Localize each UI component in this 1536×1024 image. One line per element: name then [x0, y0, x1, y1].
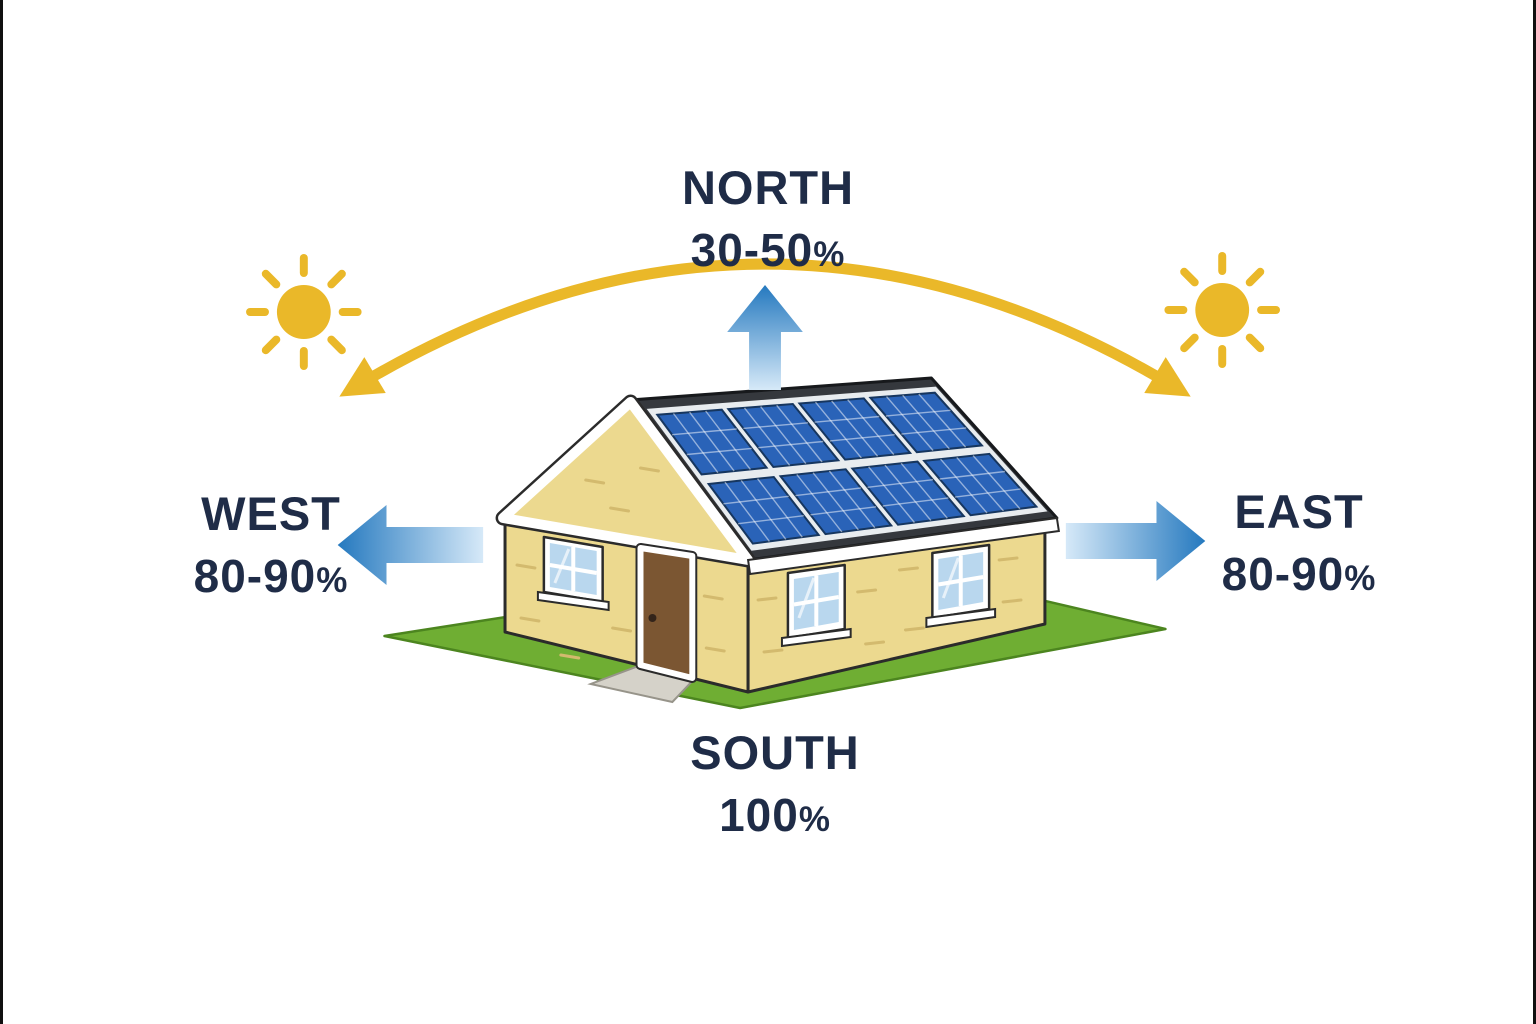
west-value-number: 80-90	[193, 550, 317, 602]
window	[780, 563, 852, 648]
west-label: WEST 80-90%	[194, 490, 349, 599]
sun-rays	[246, 254, 362, 370]
eave-trim	[746, 516, 1060, 576]
arrow-right-icon	[1065, 501, 1206, 581]
west-direction-text: WEST	[201, 487, 341, 540]
north-percent-sign: %	[813, 235, 846, 274]
arrow-up-icon	[727, 285, 803, 390]
gable	[495, 394, 756, 568]
brick-texture	[584, 466, 660, 513]
window	[536, 535, 610, 612]
sun-icon	[1164, 252, 1280, 368]
south-value-text: 100%	[690, 792, 860, 838]
east-percent-sign: %	[1344, 559, 1377, 598]
diagram-graphics	[246, 252, 1280, 710]
north-value-text: 30-50%	[682, 227, 854, 273]
south-label: SOUTH 100%	[690, 729, 860, 838]
solar-panel-array	[646, 386, 1048, 551]
east-value-text: 80-90%	[1222, 551, 1377, 597]
east-label: EAST 80-90%	[1222, 488, 1377, 597]
arrow-left-icon	[337, 505, 484, 585]
brick-texture	[515, 556, 1023, 660]
south-direction-text: SOUTH	[690, 726, 860, 779]
north-value-number: 30-50	[690, 224, 814, 276]
sun-path-arrow-icon	[339, 258, 1191, 397]
east-value-number: 80-90	[1221, 548, 1345, 600]
sun-rays	[1164, 252, 1280, 368]
north-direction-text: NORTH	[681, 161, 855, 214]
west-percent-sign: %	[316, 561, 349, 600]
door-knob	[648, 614, 657, 622]
door	[635, 543, 698, 683]
north-label: NORTH 30-50%	[682, 164, 854, 273]
window	[925, 543, 997, 629]
east-direction-text: EAST	[1234, 485, 1364, 538]
west-value-text: 80-90%	[194, 553, 349, 599]
south-value-number: 100	[719, 789, 799, 841]
sun-icon	[246, 254, 362, 370]
house-illustration	[383, 376, 1167, 710]
south-percent-sign: %	[798, 800, 831, 839]
